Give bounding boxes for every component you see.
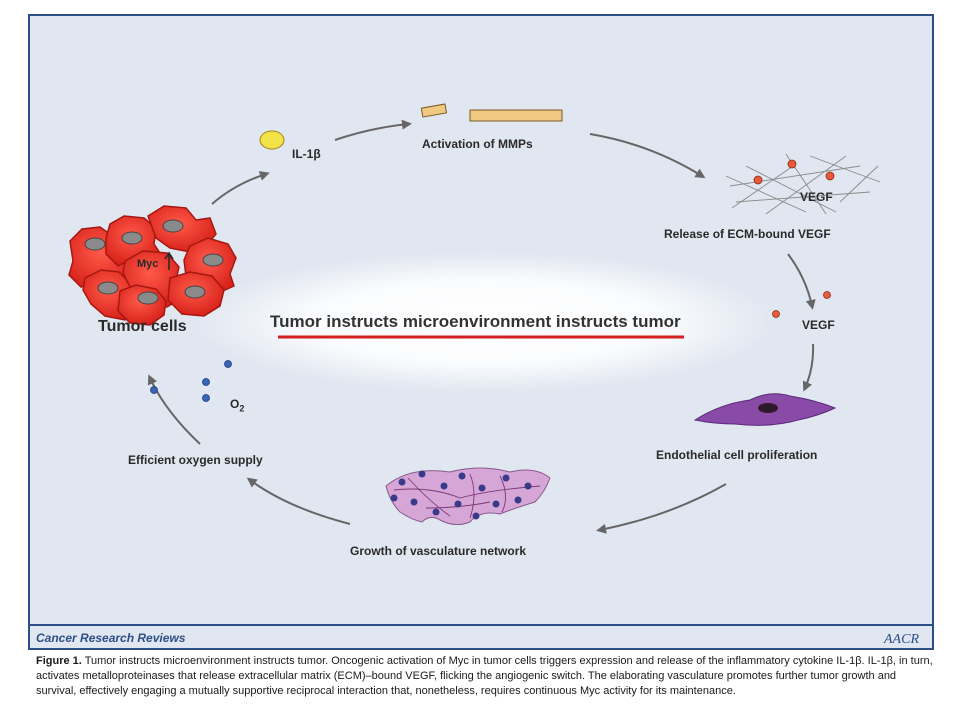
mmps-label: Activation of MMPs	[422, 137, 533, 151]
endothelial-label: Endothelial cell proliferation	[656, 448, 818, 462]
vegf-dots-free	[772, 291, 831, 318]
tumor-nuclei	[84, 219, 224, 305]
vegf-dot	[753, 175, 763, 185]
caption-label: Figure 1.	[36, 655, 82, 667]
nucleus	[184, 285, 206, 299]
arrow-tumor-to-il1b	[211, 171, 270, 205]
myc-label: Myc	[137, 258, 158, 270]
arrow-ecm-to-vegf	[787, 253, 816, 310]
oxygen-dot	[224, 360, 232, 368]
mmp-fragment	[420, 103, 448, 118]
oxygen-dots	[150, 360, 232, 402]
o2-subscript: 2	[239, 403, 245, 414]
il1b-label: IL-1β	[292, 147, 321, 161]
vegf-free-label: VEGF	[802, 318, 835, 332]
nucleus	[202, 253, 224, 267]
myc-up-arrow	[164, 251, 174, 270]
journal-name: Cancer Research Reviews	[36, 631, 186, 645]
vasculature-nuclei	[390, 470, 532, 520]
arrow-vegf-to-endothelial	[802, 343, 815, 392]
aacr-logo: AACR	[883, 632, 919, 647]
o2-text: O	[230, 397, 240, 411]
endothelial-nucleus	[758, 403, 778, 413]
vegf-dots-bound	[753, 159, 835, 185]
figure-panel: Myc	[28, 14, 934, 650]
vegf-dot	[825, 171, 835, 181]
il1b-molecule	[259, 130, 285, 150]
vasculature-label: Growth of vasculature network	[350, 544, 527, 558]
nucleus	[162, 219, 184, 233]
center-title: Tumor instructs microenvironment instruc…	[270, 312, 681, 331]
svg-text:AACR: AACR	[883, 632, 919, 647]
arrow-mmps-to-ecm	[589, 133, 706, 179]
center-glow	[195, 252, 775, 392]
oxygen-dot	[202, 378, 210, 386]
nucleus	[84, 237, 106, 251]
vegf-dot	[823, 291, 831, 299]
cycle-diagram: Myc	[68, 103, 881, 534]
nucleus	[121, 231, 143, 245]
caption-text: Tumor instructs microenvironment instruc…	[36, 655, 933, 697]
o2-label: O2	[230, 397, 244, 413]
footer-bar: Cancer Research Reviews AACR	[28, 624, 934, 650]
figure-caption: Figure 1. Tumor instructs microenvironme…	[36, 654, 936, 699]
oxygen-dot	[202, 394, 210, 402]
vegf-matrix-label: VEGF	[800, 190, 833, 204]
mmp-bar	[469, 109, 563, 122]
vegf-dot	[787, 159, 797, 169]
release-vegf-label: Release of ECM-bound VEGF	[664, 227, 831, 241]
vegf-dot	[772, 310, 780, 318]
arrow-vasculature-to-oxygen	[246, 477, 351, 525]
arrow-endothelial-to-vasculature	[596, 483, 727, 534]
arrow-il1b-to-mmps	[334, 119, 412, 141]
oxygen-dot	[150, 386, 158, 394]
cycle-arrows	[147, 119, 816, 534]
oxygen-supply-label: Efficient oxygen supply	[128, 453, 263, 467]
nucleus	[97, 281, 119, 295]
arrow-oxygen-to-tumor	[147, 374, 201, 445]
tumor-cells-label: Tumor cells	[98, 318, 187, 335]
ecm-matrix	[725, 153, 881, 215]
nucleus	[137, 291, 159, 305]
